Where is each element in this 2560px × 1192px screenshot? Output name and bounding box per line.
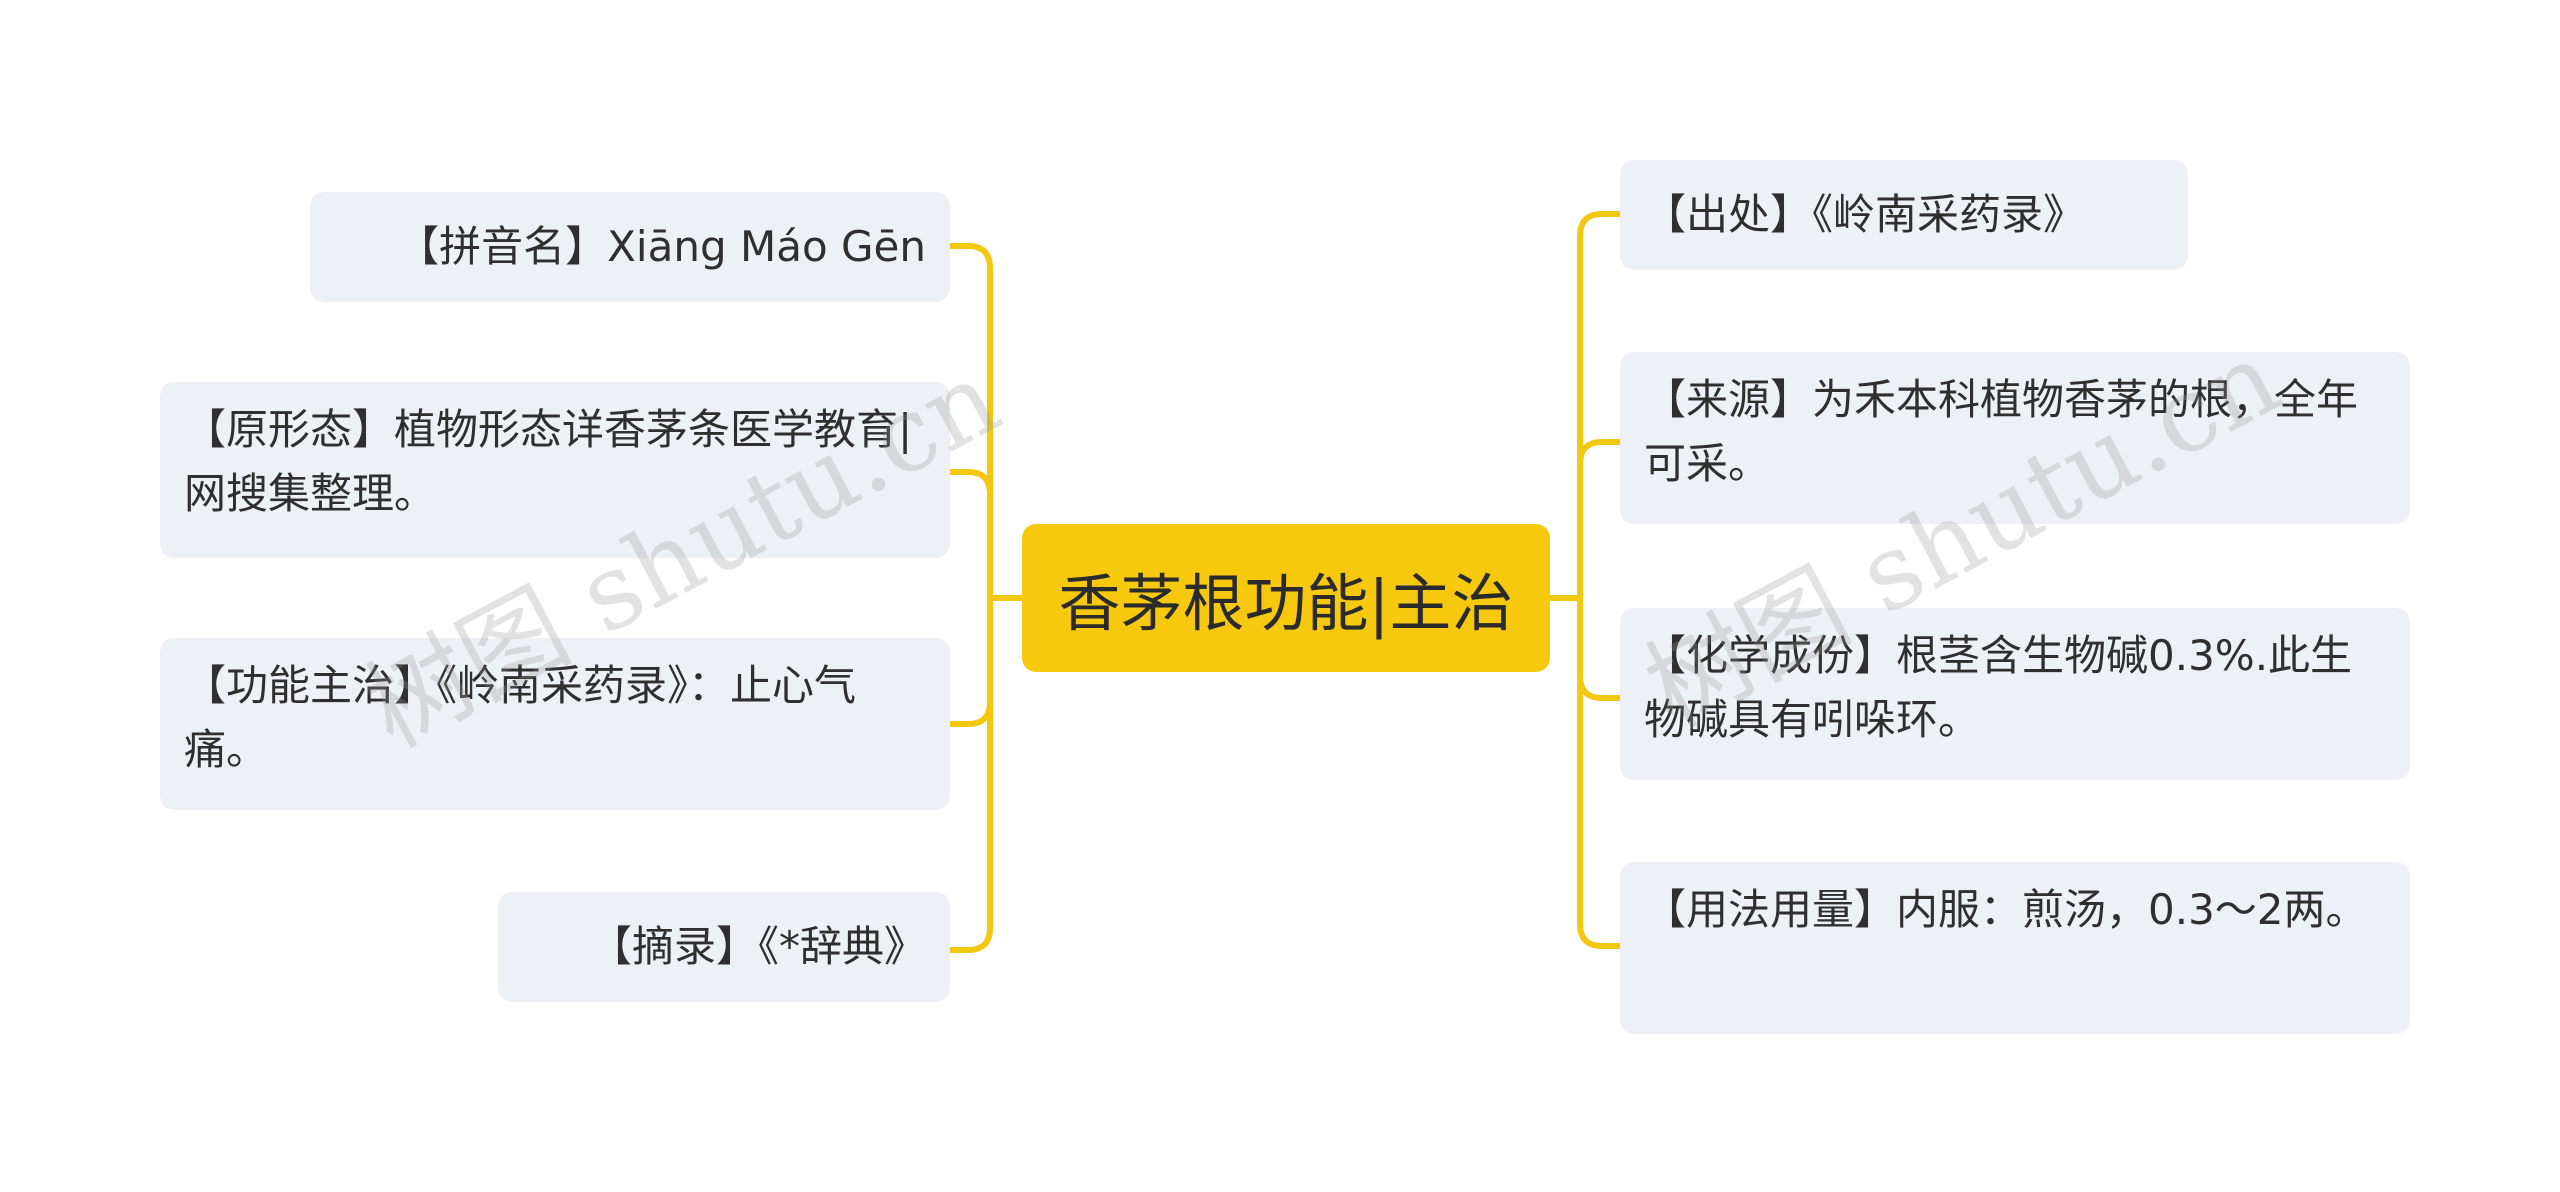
node-origin-text: 【来源】为禾本科植物香茅的根，全年可采。 — [1644, 375, 2359, 488]
node-chemistry[interactable]: 【化学成份】根茎含生物碱0.3%.此生物碱具有吲哚环。 — [1620, 608, 2410, 780]
right-connector-chemistry — [1577, 595, 1623, 701]
node-excerpt[interactable]: 【摘录】《*辞典》 — [498, 892, 950, 1002]
left-connector-pinyin — [947, 243, 993, 601]
left-connector-morphology — [947, 469, 993, 601]
central-topic[interactable]: 香茅根功能|主治 — [1022, 524, 1550, 672]
node-usage[interactable]: 【用法用量】内服：煎汤，0.3～2两。 — [1620, 862, 2410, 1034]
left-connector-excerpt — [947, 595, 993, 953]
node-origin[interactable]: 【来源】为禾本科植物香茅的根，全年可采。 — [1620, 352, 2410, 524]
right-connector-source — [1577, 211, 1623, 601]
node-function[interactable]: 【功能主治】《岭南采药录》：止心气痛。 — [160, 638, 950, 810]
left-connector-group — [947, 243, 1025, 953]
node-pinyin-text: 【拼音名】Xiāng Máo Gēn — [397, 222, 926, 271]
right-connector-group — [1547, 211, 1623, 949]
right-connector-usage — [1577, 595, 1623, 949]
node-source[interactable]: 【出处】《岭南采药录》 — [1620, 160, 2188, 270]
node-source-text: 【出处】《岭南采药录》 — [1644, 190, 2086, 239]
node-morphology[interactable]: 【原形态】植物形态详香茅条医学教育|网搜集整理。 — [160, 382, 950, 558]
node-pinyin[interactable]: 【拼音名】Xiāng Máo Gēn — [310, 192, 950, 302]
right-connector-origin — [1577, 439, 1623, 601]
node-excerpt-text: 【摘录】《*辞典》 — [589, 922, 926, 971]
left-connector-function — [947, 595, 993, 727]
central-topic-label: 香茅根功能|主治 — [1058, 567, 1514, 640]
node-chemistry-text: 【化学成份】根茎含生物碱0.3%.此生物碱具有吲哚环。 — [1644, 631, 2353, 744]
node-usage-text: 【用法用量】内服：煎汤，0.3～2两。 — [1644, 885, 2368, 934]
node-function-text: 【功能主治】《岭南采药录》：止心气痛。 — [184, 661, 857, 774]
node-morphology-text: 【原形态】植物形态详香茅条医学教育|网搜集整理。 — [184, 405, 913, 518]
